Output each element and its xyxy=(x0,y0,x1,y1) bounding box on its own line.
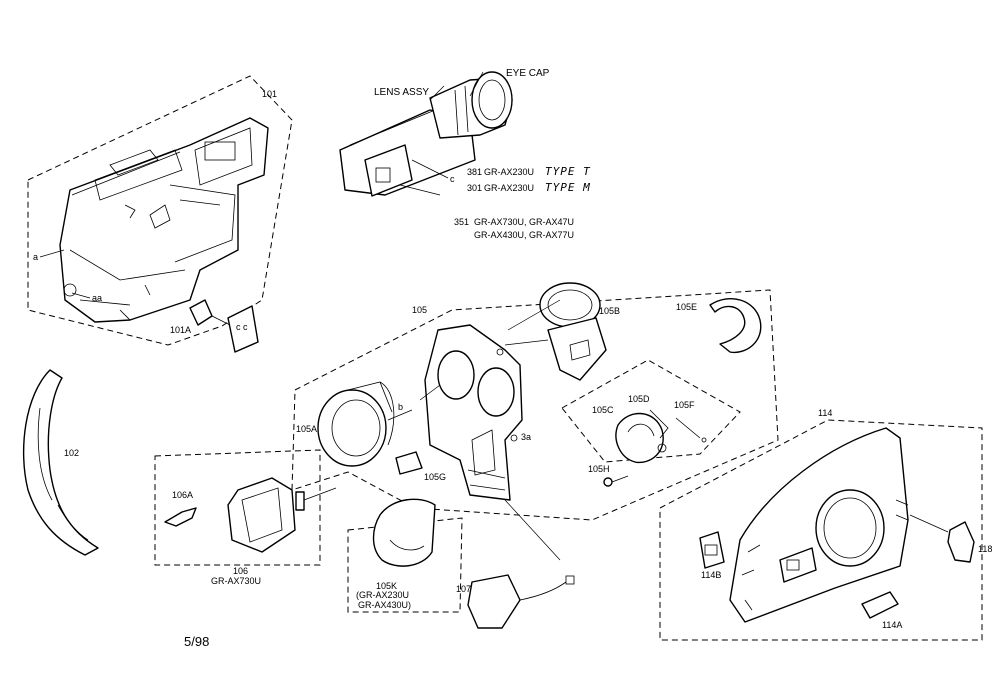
ref-cc-label: c c xyxy=(236,322,248,332)
note-2-model: GR-AX230U xyxy=(484,183,534,193)
part-101a-bracket: c c xyxy=(189,299,259,353)
label-105k: 105K xyxy=(376,581,397,591)
label-105: 105 xyxy=(412,305,427,315)
part-118-clip xyxy=(909,514,975,563)
part-102-grip-strap xyxy=(23,369,99,556)
label-105a: 105A xyxy=(296,424,317,434)
note-3-models: GR-AX730U, GR-AX47U xyxy=(474,217,574,227)
label-105g: 105G xyxy=(424,472,446,482)
label-105k-models-2: GR-AX430U) xyxy=(358,600,411,610)
label-106-model: GR-AX730U xyxy=(211,576,261,586)
label-118: 118 xyxy=(978,544,992,554)
note-1-model: GR-AX230U xyxy=(484,167,534,177)
label-105k-models-1: (GR-AX230U xyxy=(356,590,409,600)
label-105d: 105D xyxy=(628,394,650,404)
label-101a: 101A xyxy=(170,325,191,335)
part-105c-holder xyxy=(615,412,664,464)
label-114a: 114A xyxy=(882,620,902,630)
part-105h-screw xyxy=(603,475,629,487)
label-114: 114 xyxy=(818,408,832,418)
part-105k-cover xyxy=(372,498,436,567)
note-1-handwritten: TYPE T xyxy=(545,165,591,178)
label-105c: 105C xyxy=(592,405,614,415)
note-3-code: 351 xyxy=(454,217,469,227)
label-eye-cap: EYE CAP xyxy=(506,68,550,79)
group-105c-boundary xyxy=(561,359,741,463)
label-101: 101 xyxy=(262,89,277,99)
ref-a-label: a xyxy=(33,252,38,262)
group-106-boundary xyxy=(154,449,321,566)
note-2-code: 301 xyxy=(467,183,482,193)
part-105-main-frame xyxy=(424,324,523,501)
ref-aa-label: aa xyxy=(92,293,102,303)
part-viewfinder-lens-assy xyxy=(339,71,513,197)
part-105d-pin xyxy=(649,409,669,453)
ref-b-label: b xyxy=(398,402,403,412)
label-105h: 105H xyxy=(588,464,610,474)
label-106: 106 xyxy=(233,566,248,576)
label-114b: 114B xyxy=(701,570,721,580)
part-105b-clamp xyxy=(539,282,607,381)
model-notes: 381 GR-AX230U TYPE T 301 GR-AX230U TYPE … xyxy=(454,165,591,240)
part-105e-band xyxy=(709,297,762,354)
label-105b: 105B xyxy=(599,306,620,316)
note-4-models: GR-AX430U, GR-AX77U xyxy=(474,230,574,240)
label-102: 102 xyxy=(64,448,79,458)
label-106a: 106A xyxy=(172,490,193,500)
part-101-front-housing xyxy=(59,117,269,323)
label-105e: 105E xyxy=(676,302,697,312)
label-lens-assy: LENS ASSY xyxy=(374,87,429,98)
part-105g-cap xyxy=(395,451,423,475)
ref-c-label: c xyxy=(450,174,455,184)
part-107-lamp xyxy=(467,499,575,629)
note-2-handwritten: TYPE M xyxy=(545,181,591,194)
part-114-side-cover xyxy=(729,427,909,623)
note-1-code: 381 xyxy=(467,167,482,177)
part-106-lens-hood xyxy=(227,477,337,553)
label-107: 107 xyxy=(456,584,471,594)
part-114b-latch xyxy=(699,531,725,569)
part-106a-clip xyxy=(164,507,197,527)
ref-3a-label: 3a xyxy=(521,432,531,442)
part-105f-spring xyxy=(675,417,707,443)
label-105f: 105F xyxy=(674,400,695,410)
part-114a-lid xyxy=(861,591,899,619)
page-number: 5/98 xyxy=(184,634,209,649)
part-105a-ring xyxy=(317,381,395,467)
